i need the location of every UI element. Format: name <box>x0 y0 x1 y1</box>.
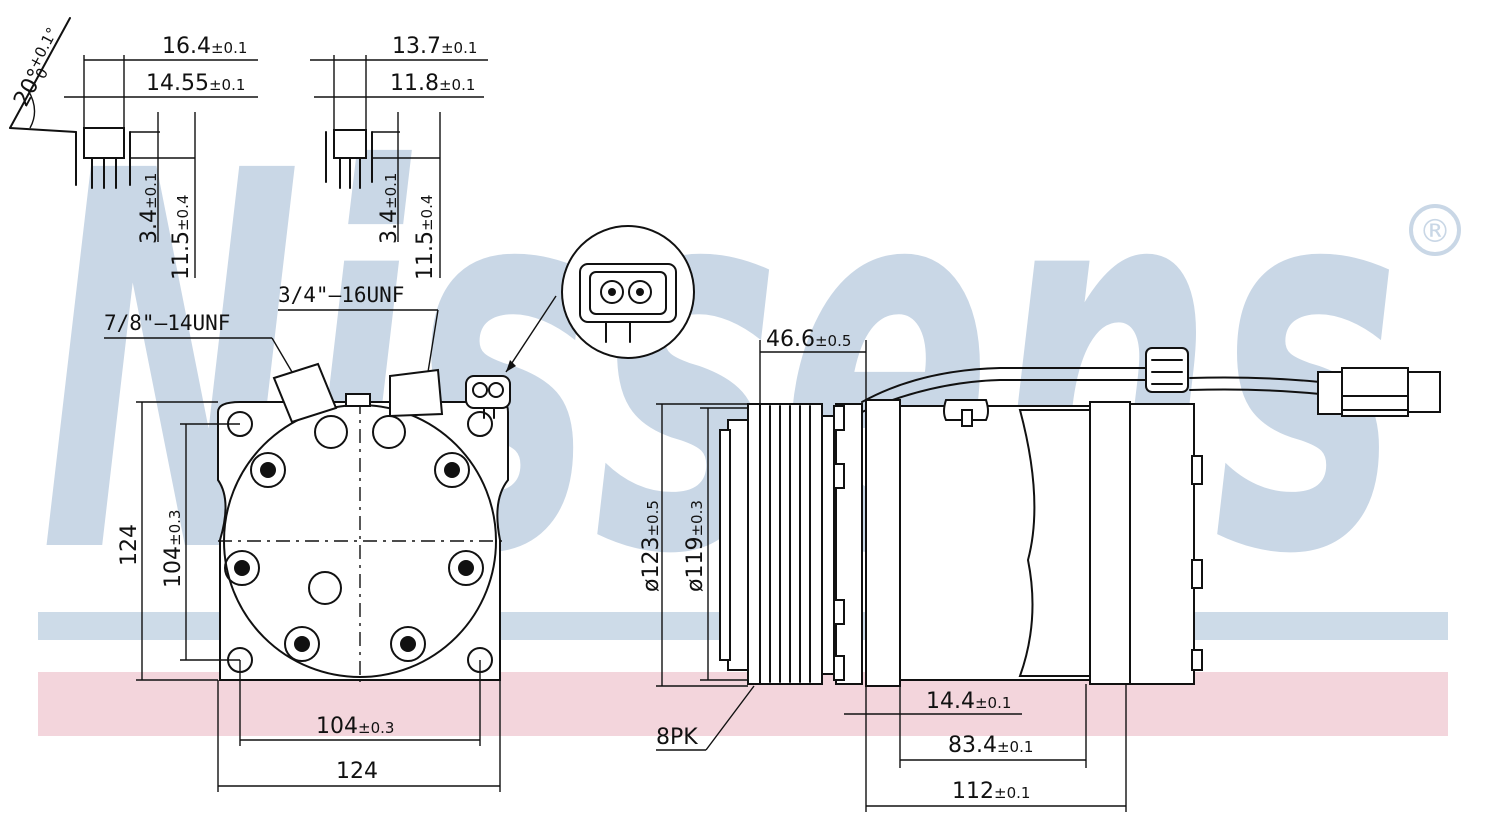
dim-offset: 14.4±0.1 <box>926 689 1011 714</box>
dim-16-4: 16.4±0.1 <box>162 34 247 59</box>
dim-3-4-left: 3.4±0.1 <box>137 173 162 244</box>
dim-body-length: 83.4±0.1 <box>948 733 1033 758</box>
dim-front-width: 124 <box>336 759 378 784</box>
thread-left-label: 7/8"–14UNF <box>104 311 230 335</box>
bolts <box>224 452 484 662</box>
dim-dia-outer: ø123±0.5 <box>639 500 664 592</box>
pulley <box>747 403 835 685</box>
svg-text:®: ® <box>1419 212 1451 250</box>
front-view: 124 104±0.3 104±0.3 124 <box>117 362 511 792</box>
side-view: 46.6±0.5 ø123±0.5 ø119±0.3 8PK 14.4±0.1 … <box>639 327 1441 812</box>
thread-labels: 3/4"–16UNF 7/8"–14UNF <box>104 283 439 373</box>
dim-front-height: 124 <box>117 524 142 566</box>
fitting-right-detail: 13.7±0.1 11.8±0.1 3.4±0.1 11.5±0.4 <box>310 34 488 280</box>
dim-pulley-width: 46.6±0.5 <box>766 327 851 352</box>
dim-3-4-right: 3.4±0.1 <box>377 173 402 244</box>
dim-front-holes-v: 104±0.3 <box>161 510 186 588</box>
thread-right-label: 3/4"–16UNF <box>278 283 404 307</box>
dim-total-length: 112±0.1 <box>952 779 1030 804</box>
registered-mark: ® <box>1409 204 1461 256</box>
belt-label: 8PK <box>656 725 698 750</box>
pink-band <box>38 672 1448 736</box>
dim-13-7: 13.7±0.1 <box>392 34 477 59</box>
dim-14-55: 14.55±0.1 <box>146 71 245 96</box>
connector-detail <box>505 225 695 373</box>
dim-11-5-left: 11.5±0.4 <box>169 195 194 280</box>
fittings-top <box>272 362 511 424</box>
dim-dia-inner: ø119±0.3 <box>683 500 708 592</box>
dim-11-5-right: 11.5±0.4 <box>413 195 438 280</box>
dim-11-8: 11.8±0.1 <box>390 71 475 96</box>
dim-front-holes-h: 104±0.3 <box>316 714 394 739</box>
